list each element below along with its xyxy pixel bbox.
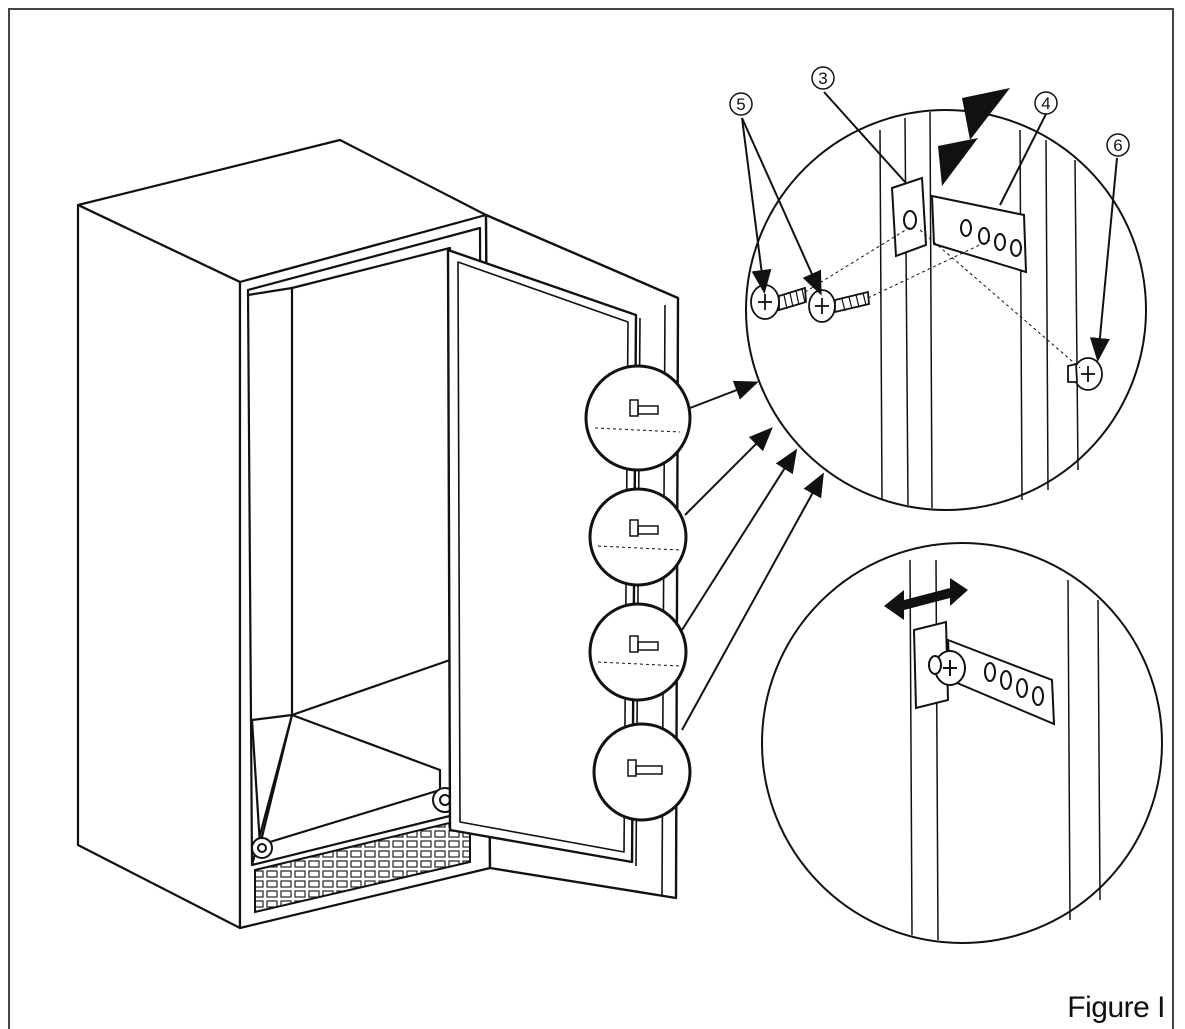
cabinet [76, 138, 492, 930]
svg-text:5: 5 [736, 95, 745, 114]
figure-caption: Figure I [1067, 991, 1165, 1024]
svg-text:4: 4 [1041, 94, 1050, 113]
callout-4: 4 [1034, 91, 1058, 115]
detail-circle-top [741, 88, 1147, 511]
screw-6 [1067, 357, 1103, 391]
bracket-part-3 [890, 176, 928, 258]
figure-frame [8, 8, 1174, 1029]
cabinet-back-wall [290, 246, 452, 717]
bracket-circle-4 [592, 722, 692, 822]
door-gasket [457, 261, 629, 853]
callout-6: 6 [1106, 133, 1130, 157]
door-bracket-circles [584, 364, 692, 822]
leader-arrows [681, 380, 824, 731]
callout-5: 5 [729, 92, 753, 116]
bracket-circle-1 [584, 364, 692, 472]
bracket-plate-4 [930, 194, 1028, 274]
insert-arrows [938, 88, 1010, 186]
svg-text:6: 6 [1113, 136, 1122, 155]
cabinet-floor [250, 713, 442, 847]
plinth-grille [254, 816, 471, 914]
adjust-double-arrow [884, 578, 968, 620]
cabinet-left-side [76, 203, 242, 930]
adjustable-bracket [912, 620, 1056, 726]
screw-5b [808, 289, 870, 323]
callout-3: 3 [811, 66, 835, 90]
bracket-circle-2 [588, 487, 688, 587]
bracket-circle-3 [588, 602, 688, 702]
svg-text:3: 3 [818, 69, 827, 88]
detail-circle-bottom [761, 542, 1163, 944]
